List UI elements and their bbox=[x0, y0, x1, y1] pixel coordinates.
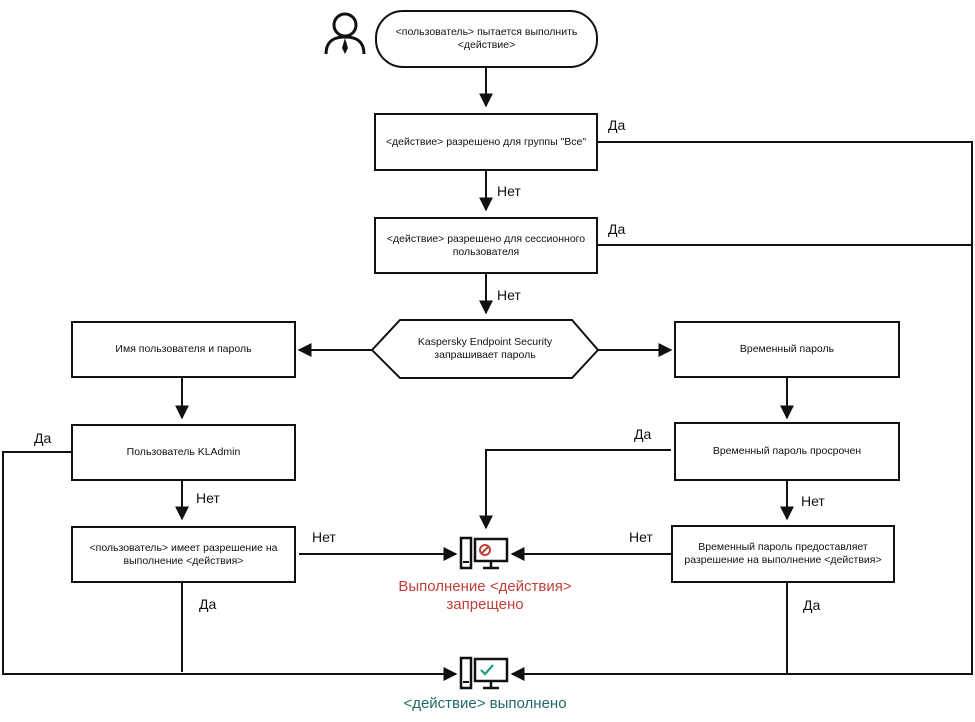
temp-pass-node: Временный пароль bbox=[674, 321, 900, 378]
line-kladmin-yes bbox=[2, 451, 458, 681]
computer-allowed-icon bbox=[459, 656, 509, 690]
label-group-no: Нет bbox=[497, 183, 521, 199]
label-expired-yes: Да bbox=[634, 426, 652, 442]
label-session-yes: Да bbox=[608, 221, 626, 237]
label-expired-no: Нет bbox=[801, 493, 825, 509]
result-allowed: <действие> выполнено bbox=[403, 695, 567, 712]
label-perm-no: Нет bbox=[312, 529, 336, 545]
label-kladmin-no: Нет bbox=[196, 490, 220, 506]
start-node: <пользователь> пытается выполнить <дейст… bbox=[375, 10, 598, 68]
label-grants-yes: Да bbox=[803, 597, 821, 613]
temp-expired-node: Временный пароль просрочен bbox=[674, 422, 900, 481]
group-all-node: <действие> разрешено для группы "Все" bbox=[374, 113, 598, 171]
label-grants-no: Нет bbox=[629, 529, 653, 545]
user-has-perm-node: <пользователь> имеет разрешение на выпол… bbox=[71, 526, 296, 583]
line-group-yes bbox=[510, 141, 973, 681]
label-perm-yes: Да bbox=[199, 596, 217, 612]
user-icon bbox=[324, 12, 366, 55]
kladmin-node: Пользователь KLAdmin bbox=[71, 424, 296, 481]
result-denied: Выполнение <действия> запрещено bbox=[398, 578, 572, 613]
label-kladmin-yes: Да bbox=[34, 430, 52, 446]
temp-grants-node: Временный пароль предоставляет разрешени… bbox=[671, 525, 895, 583]
session-user-node: <действие> разрешено для сессионного пол… bbox=[374, 217, 598, 274]
label-group-yes: Да bbox=[608, 117, 626, 133]
label-session-no: Нет bbox=[497, 287, 521, 303]
line-expired-yes bbox=[479, 449, 671, 530]
kes-decision-shape bbox=[370, 319, 600, 379]
user-pass-node: Имя пользователя и пароль bbox=[71, 321, 296, 378]
kes-asks-node: Kaspersky Endpoint Security запрашивает … bbox=[417, 336, 553, 361]
computer-denied-icon bbox=[459, 536, 509, 570]
